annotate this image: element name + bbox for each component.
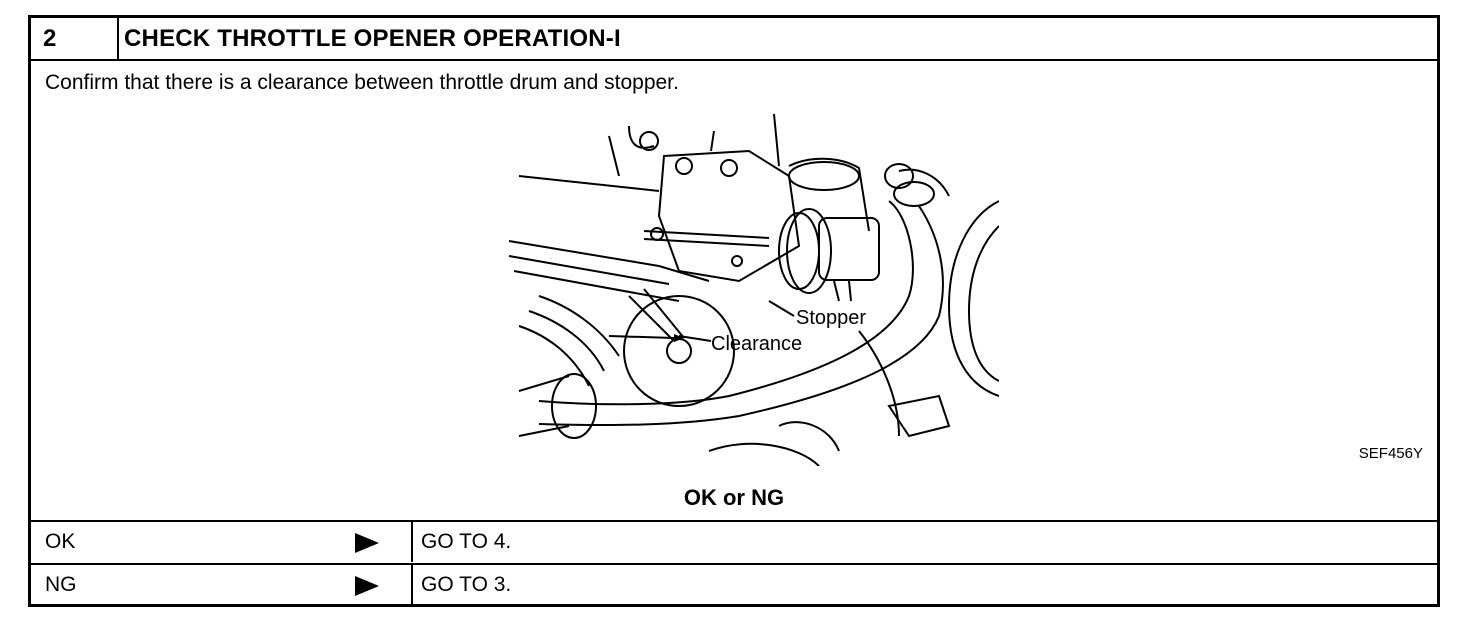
result-row-ok: OK GO TO 4. bbox=[31, 520, 1437, 562]
clearance-callout: Clearance bbox=[711, 333, 802, 355]
figure-id: SEF456Y bbox=[1358, 445, 1423, 462]
right-triangle-arrow-icon bbox=[355, 533, 379, 553]
step-title: CHECK THROTTLE OPENER OPERATION-I bbox=[124, 25, 621, 52]
step-number: 2 bbox=[31, 18, 119, 59]
stopper-callout: Stopper bbox=[796, 307, 866, 329]
result-heading: OK or NG bbox=[683, 485, 785, 510]
right-triangle-arrow-icon bbox=[355, 576, 379, 596]
instruction-text: Confirm that there is a clearance betwee… bbox=[45, 71, 679, 94]
result-label: NG bbox=[45, 573, 77, 596]
result-label: OK bbox=[45, 530, 76, 553]
procedure-box: 2 CHECK THROTTLE OPENER OPERATION-I Conf… bbox=[28, 15, 1440, 607]
result-row-ng: NG GO TO 3. bbox=[31, 563, 1437, 605]
throttle-illustration: Stopper Clearance bbox=[508, 113, 999, 466]
result-action: GO TO 3. bbox=[411, 565, 511, 605]
result-action: GO TO 4. bbox=[411, 522, 511, 562]
step-header: 2 CHECK THROTTLE OPENER OPERATION-I bbox=[31, 18, 1437, 61]
